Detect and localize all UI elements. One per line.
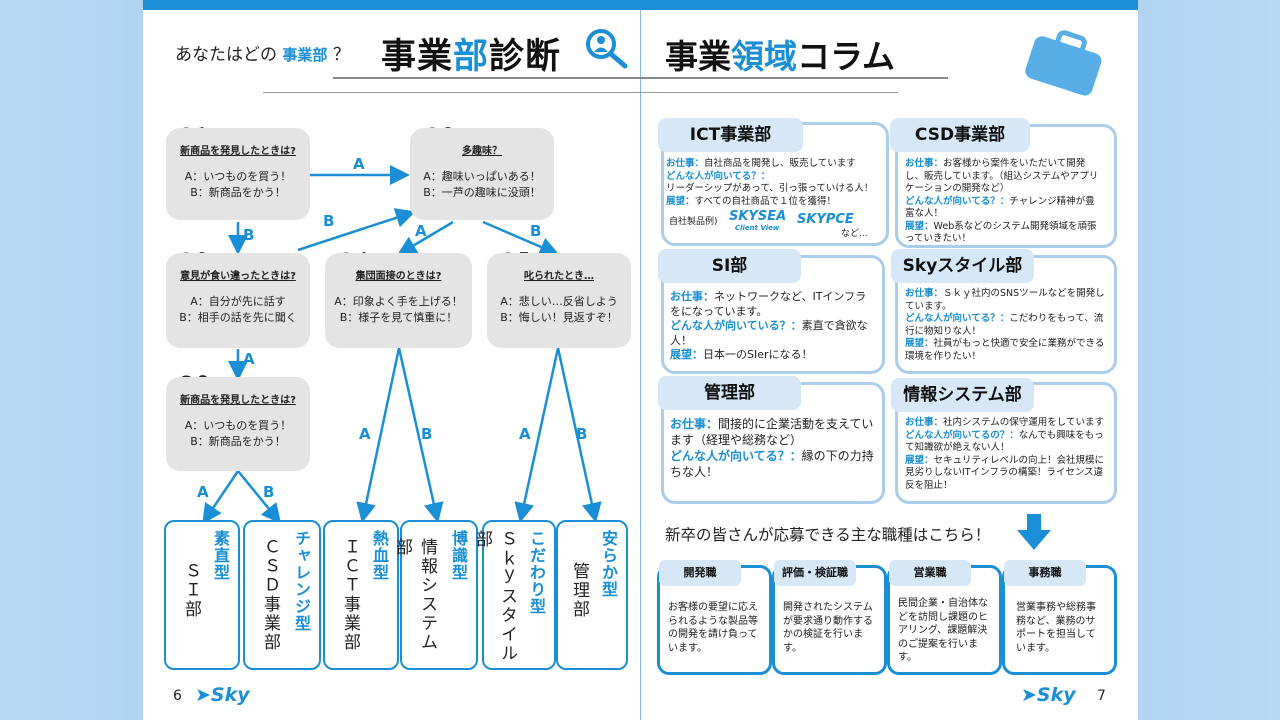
product-skysea-sub: Client View <box>735 224 780 232</box>
q6-option-b: B：新商品をかう！ <box>190 435 286 448</box>
job-dev-desc: お客様の要望に応えられるような製品等の開発を請け負っています。 <box>668 602 758 654</box>
q5-question: 叱られたとき… <box>524 271 594 282</box>
product-skysea: SKYSEA <box>729 209 787 224</box>
card-csd-title: CSD事業部 <box>890 118 1030 152</box>
arrow-label-b: B <box>323 212 335 230</box>
arrow-label-a: A <box>359 425 371 443</box>
card-csd-body: お仕事：お客様から案件をいただいて開発し、販売しています。（組込システムやアプリ… <box>905 158 1099 244</box>
result-type: こだわり型 <box>527 530 546 615</box>
arrow-label-b: B <box>243 226 255 244</box>
q2-box: 意見が食い違ったときは? A：自分が先に話す B：相手の話を先に聞く <box>166 253 310 348</box>
q5-option-b: B：悔しい！見返すぞ！ <box>500 311 618 324</box>
card-ict-body: お仕事：自社商品を開発し、販売しています どんな人が向いてる？： リーダーシップ… <box>666 158 874 207</box>
arrow-label-b: B <box>421 425 433 443</box>
q6-option-a: A：いつものを買う！ <box>184 419 292 432</box>
result-csd: チャレンジ型 ＣＳＤ事業部 <box>243 520 321 670</box>
job-qa-title: 評価・検証職 <box>774 560 856 586</box>
jobs-heading: 新卒の皆さんが応募できる主な職種はこちら！ <box>665 526 991 544</box>
q2-option-a: A：自分が先に話す <box>190 295 286 308</box>
result-skystyle: こだわり型 Ｓｋｙスタイル部 <box>472 520 556 670</box>
q5-option-a: A：悲しい…反省しよう <box>500 295 618 308</box>
intro-text: あなたはどの 事業部 ？ <box>175 45 350 65</box>
product-skypce: SKYPCE <box>797 212 854 227</box>
arrow-label-b: B <box>576 425 588 443</box>
result-type: 安らか型 <box>599 530 618 598</box>
flow-arrows <box>202 165 602 525</box>
sky-logo-right: ➤Sky <box>1021 684 1076 706</box>
q4-box: 集団面接のときは? A：印象よく手を上げる！ B：様子を見て慎重に！ <box>325 253 472 348</box>
arrow-label-a: A <box>519 425 531 443</box>
result-dept: Ｓｋｙスタイル部 <box>472 530 517 663</box>
q3-option-b: B：一芦の趣味に没頭！ <box>423 186 541 199</box>
job-dev-title: 開発職 <box>659 560 741 586</box>
card-skystyle-title: Skyスタイル部 <box>891 249 1034 283</box>
job-admin-desc: 営業事務や総務事務など、業務のサポートを担当しています。 <box>1016 602 1096 654</box>
q3-option-a: A：趣味いっぱいある！ <box>423 170 541 183</box>
q2-question: 意見が食い違ったときは? <box>180 271 296 282</box>
page-number-left: 6 <box>173 688 182 704</box>
result-joho: 博識型 情報システム部 <box>392 520 478 670</box>
q1-option-b: B：新商品をかう！ <box>190 186 286 199</box>
sky-logo-left: ➤Sky <box>195 684 250 706</box>
products-etc: など... <box>841 229 868 239</box>
result-dept: ＳＩ部 <box>181 562 201 619</box>
q1-option-a: A：いつものを買う！ <box>184 170 292 183</box>
card-skystyle-body: お仕事：Ｓｋｙ社内のSNSツールなどを開発しています。 どんな人が向いてる？：こ… <box>905 288 1105 362</box>
q1-question: 新商品を発見したときは? <box>180 146 296 157</box>
spread-page: あなたはどの 事業部 ？ 事業部診断 事業領域コラム <box>143 0 1138 720</box>
arrow-label-a: A <box>197 483 209 501</box>
job-qa-desc: 開発されたシステムが要求通り動作するかの検証を行います。 <box>783 602 873 654</box>
arrow-label-b: B <box>530 222 542 240</box>
page-number-right: 7 <box>1097 688 1106 704</box>
result-dept: 管理部 <box>569 562 589 619</box>
result-type: 熱血型 <box>370 530 389 581</box>
result-type: チャレンジ型 <box>292 530 311 632</box>
arrow-label-a: A <box>415 222 427 240</box>
card-joho-title: 情報システム部 <box>891 378 1034 412</box>
result-si: 素直型 ＳＩ部 <box>164 520 240 670</box>
result-kanri: 安らか型 管理部 <box>556 520 628 670</box>
q4-question: 集団面接のときは? <box>355 271 442 282</box>
card-kanri-body: お仕事：間接的に企業活動を支えています（経理や総務など） どんな人が向いてる？：… <box>670 417 874 479</box>
q4-option-a: A：印象よく手を上げる！ <box>334 295 463 308</box>
result-dept: ＩＣＴ事業部 <box>340 538 360 652</box>
down-arrow-icon <box>1017 514 1051 550</box>
result-ict: 熱血型 ＩＣＴ事業部 <box>323 520 399 670</box>
right-title: 事業領域コラム <box>665 37 896 76</box>
result-type: 博識型 <box>449 530 468 581</box>
briefcase-icon <box>1025 30 1102 96</box>
magnifier-icon <box>586 29 628 69</box>
result-dept: ＣＳＤ事業部 <box>260 538 280 652</box>
arrow-label-a: A <box>243 350 255 368</box>
q2-option-b: B：相手の話を先に聞く <box>179 311 297 324</box>
products-label: 自社製品例) <box>669 217 718 227</box>
q4-option-b: B：様子を見て慎重に！ <box>339 311 458 324</box>
card-si-body: お仕事：ネットワークなど、ITインフラをになっています。 どんな人が向いている？… <box>670 290 868 361</box>
result-dept: 情報システム部 <box>392 538 437 652</box>
job-admin-title: 事務職 <box>1004 560 1086 586</box>
sky-logo-icon: ➤ <box>195 684 211 706</box>
card-kanri-title: 管理部 <box>658 376 801 410</box>
header-rule-thin <box>263 92 898 93</box>
top-bar <box>143 0 1138 10</box>
q1-box: 新商品を発見したときは? A：いつものを買う！ B：新商品をかう！ <box>166 128 310 220</box>
arrow-label-b: B <box>263 483 275 501</box>
left-title: 事業部診断 <box>381 37 562 77</box>
card-joho-body: お仕事：社内システムの保守運用をしています どんな人が向いてるの？：なんでも興味… <box>905 417 1104 491</box>
sky-logo-icon: ➤ <box>1021 684 1037 706</box>
q3-question: 多趣味？ <box>462 146 502 157</box>
card-ict-title: ICT事業部 <box>658 118 803 152</box>
q3-box: 多趣味？ A：趣味いっぱいある！ B：一芦の趣味に没頭！ <box>410 128 554 220</box>
page-divider <box>640 10 641 720</box>
header-rule <box>333 77 948 79</box>
result-type: 素直型 <box>211 530 230 581</box>
card-si-title: SI部 <box>658 249 801 283</box>
job-sales-desc: 民間企業・自治体などを訪問し課題のヒアリング、課題解決のご提案を行います。 <box>898 598 988 663</box>
q6-box: 新商品を発見したときは? A：いつものを買う！ B：新商品をかう！ <box>166 377 310 471</box>
q5-box: 叱られたとき… A：悲しい…反省しよう B：悔しい！見返すぞ！ <box>487 253 631 348</box>
q6-question: 新商品を発見したときは? <box>180 395 296 406</box>
job-sales-title: 営業職 <box>889 560 971 586</box>
arrow-label-a: A <box>353 155 365 173</box>
